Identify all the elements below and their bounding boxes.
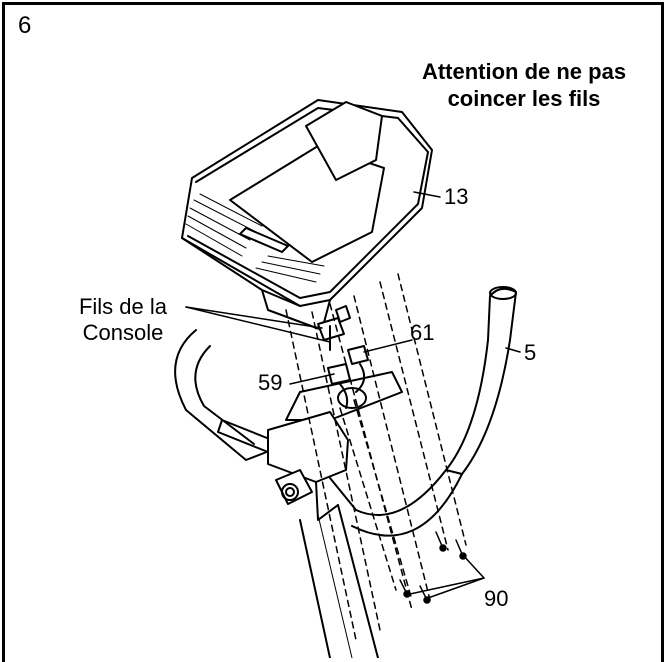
console-wire-connectors: [317, 305, 351, 351]
bolts-90: [399, 531, 467, 604]
callout-part-61: 61: [410, 320, 435, 345]
leader-lines: [185, 191, 521, 599]
step-number: 6: [18, 12, 32, 39]
display-window: [239, 227, 289, 253]
handlebar-5: [329, 286, 517, 537]
connector-61: [347, 345, 369, 393]
callout-part-90: 90: [484, 586, 509, 611]
callout-part-59: 59: [258, 370, 283, 395]
mounting-bracket: [267, 371, 403, 521]
warning-caption: Attention de ne pas coincer les fils: [421, 59, 627, 111]
callout-part-5: 5: [524, 340, 537, 365]
callout-console-wires: Fils de la Console: [78, 294, 168, 345]
alignment-lines: [285, 273, 467, 641]
upright-post: [299, 504, 379, 658]
callout-part-13: 13: [444, 184, 469, 209]
speaker-grille: [185, 193, 325, 283]
console-13: [181, 99, 433, 331]
